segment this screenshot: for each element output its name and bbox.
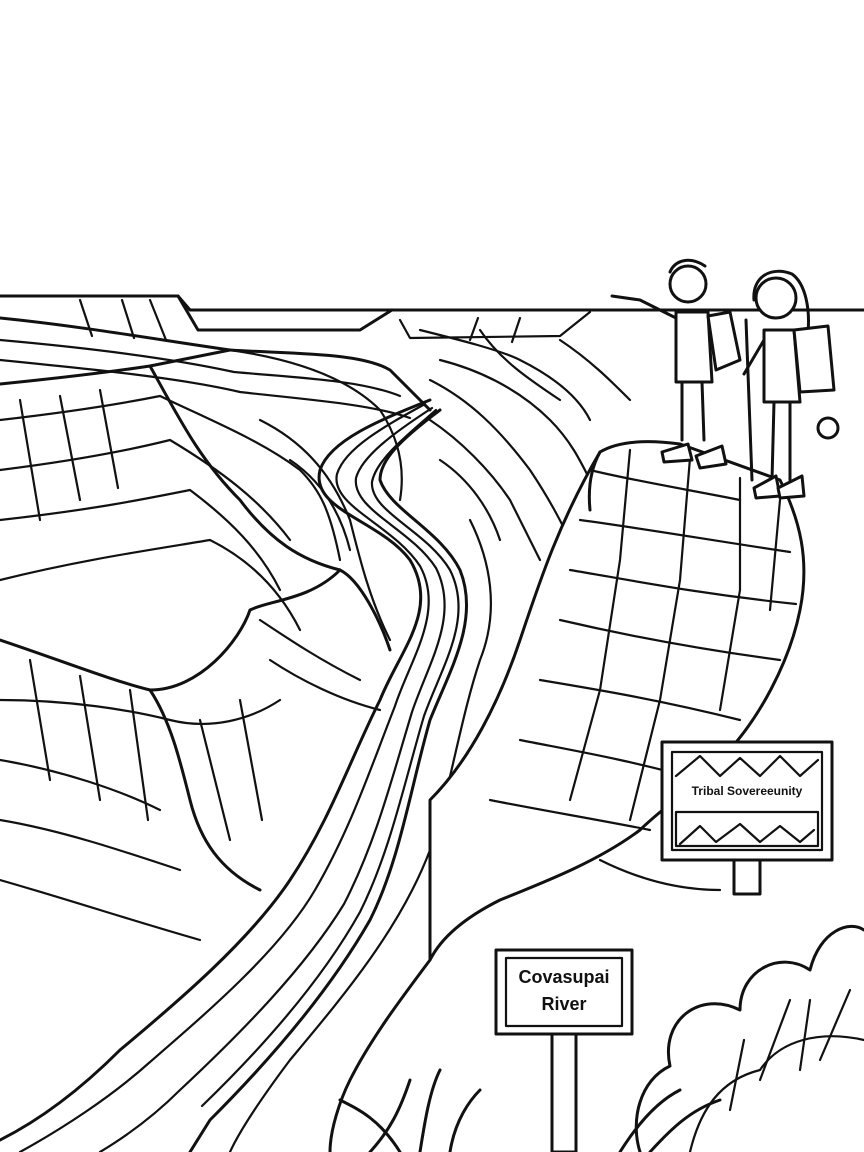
left-canyon-wall (0, 316, 432, 942)
river-sign (494, 948, 634, 1152)
river-sign-line2: River (541, 994, 586, 1014)
grass-left (338, 1068, 722, 1152)
tribal-sign (660, 740, 834, 896)
tribal-sign-text: Tribal Sovereeunity (692, 784, 803, 798)
girl-hiker (742, 269, 840, 500)
right-cliff (428, 440, 806, 962)
inner-canyon (228, 328, 632, 642)
river (0, 398, 493, 1152)
bush-right (634, 924, 864, 1152)
river-sign-line1: Covasupai (518, 967, 609, 987)
foreground-ground (328, 858, 722, 1152)
boy-hiker (610, 258, 754, 482)
